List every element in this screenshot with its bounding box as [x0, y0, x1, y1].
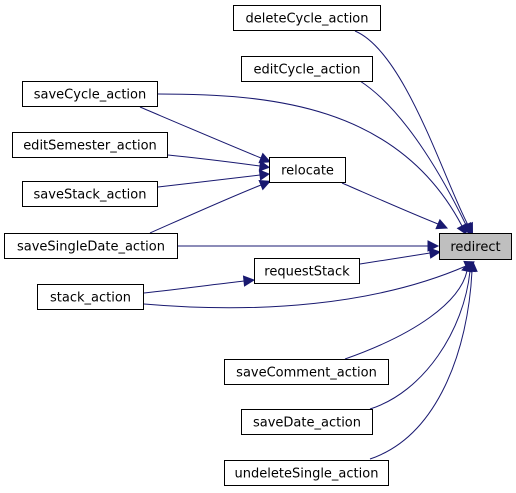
edge-head-stack-to-requestStack: [242, 275, 256, 287]
node-label: editSemester_action: [23, 139, 157, 154]
node-stack-action[interactable]: stack_action: [37, 284, 144, 310]
nodes: deleteCycle_action editCycle_action save…: [4, 5, 512, 486]
node-label: saveSingleDate_action: [17, 240, 165, 255]
node-saveStack-action[interactable]: saveStack_action: [22, 181, 158, 207]
node-saveSingleDate-action[interactable]: saveSingleDate_action: [4, 233, 178, 259]
edge-editSemester-to-relocate: [167, 154, 261, 167]
edge-requestStack-to-redirect: [359, 252, 431, 265]
node-label: saveComment_action: [236, 366, 377, 381]
node-label: saveStack_action: [34, 188, 147, 203]
edge-saveComment-to-redirect: [344, 270, 468, 360]
node-deleteCycle-action[interactable]: deleteCycle_action: [233, 5, 381, 31]
edge-relocate-to-redirect: [341, 182, 439, 225]
edge-stack-to-redirect: [143, 265, 467, 309]
edge-saveCycle-to-relocate: [139, 106, 262, 159]
edge-head-saveStack-to-relocate: [258, 169, 271, 181]
edge-saveStack-to-relocate: [157, 174, 261, 188]
edge-stack-to-requestStack: [143, 280, 245, 294]
edge-head-saveSingleDate-to-relocate: [258, 180, 272, 191]
node-label: stack_action: [50, 291, 131, 306]
node-label: editCycle_action: [253, 63, 360, 78]
edge-deleteCycle-to-redirect: [354, 30, 469, 226]
node-undeleteSingle-action[interactable]: undeleteSingle_action: [224, 460, 389, 486]
edge-head-requestStack-to-redirect: [428, 247, 442, 259]
node-requestStack[interactable]: requestStack: [254, 258, 360, 284]
node-label: requestStack: [264, 265, 350, 280]
edge-saveCycle-to-redirect: [157, 93, 463, 227]
edge-saveSingleDate-to-relocate: [149, 184, 262, 234]
edge-head-undeleteSingle-to-redirect: [466, 260, 478, 272]
node-relocate[interactable]: relocate: [269, 157, 346, 183]
edge-head-editSemester-to-relocate: [258, 160, 271, 172]
node-saveComment-action[interactable]: saveComment_action: [224, 359, 389, 385]
node-label: saveCycle_action: [34, 88, 146, 103]
node-label: redirect: [450, 240, 500, 255]
node-saveCycle-action[interactable]: saveCycle_action: [22, 81, 158, 107]
edge-head-saveCycle-to-redirect: [456, 222, 467, 235]
node-label: deleteCycle_action: [246, 12, 369, 27]
edges: [139, 30, 478, 460]
edge-head-relocate-to-redirect: [435, 218, 449, 230]
edge-head-saveCycle-to-relocate: [258, 152, 272, 164]
node-editSemester-action[interactable]: editSemester_action: [12, 132, 168, 158]
edge-saveDate-to-redirect: [369, 270, 471, 410]
node-label: relocate: [281, 164, 334, 179]
node-editCycle-action[interactable]: editCycle_action: [241, 56, 373, 82]
node-redirect[interactable]: redirect: [439, 233, 512, 260]
node-label: saveDate_action: [253, 416, 361, 431]
edge-editCycle-to-redirect: [359, 80, 467, 226]
node-saveDate-action[interactable]: saveDate_action: [241, 409, 373, 435]
edge-undeleteSingle-to-redirect: [369, 270, 473, 460]
node-label: undeleteSingle_action: [235, 467, 379, 482]
